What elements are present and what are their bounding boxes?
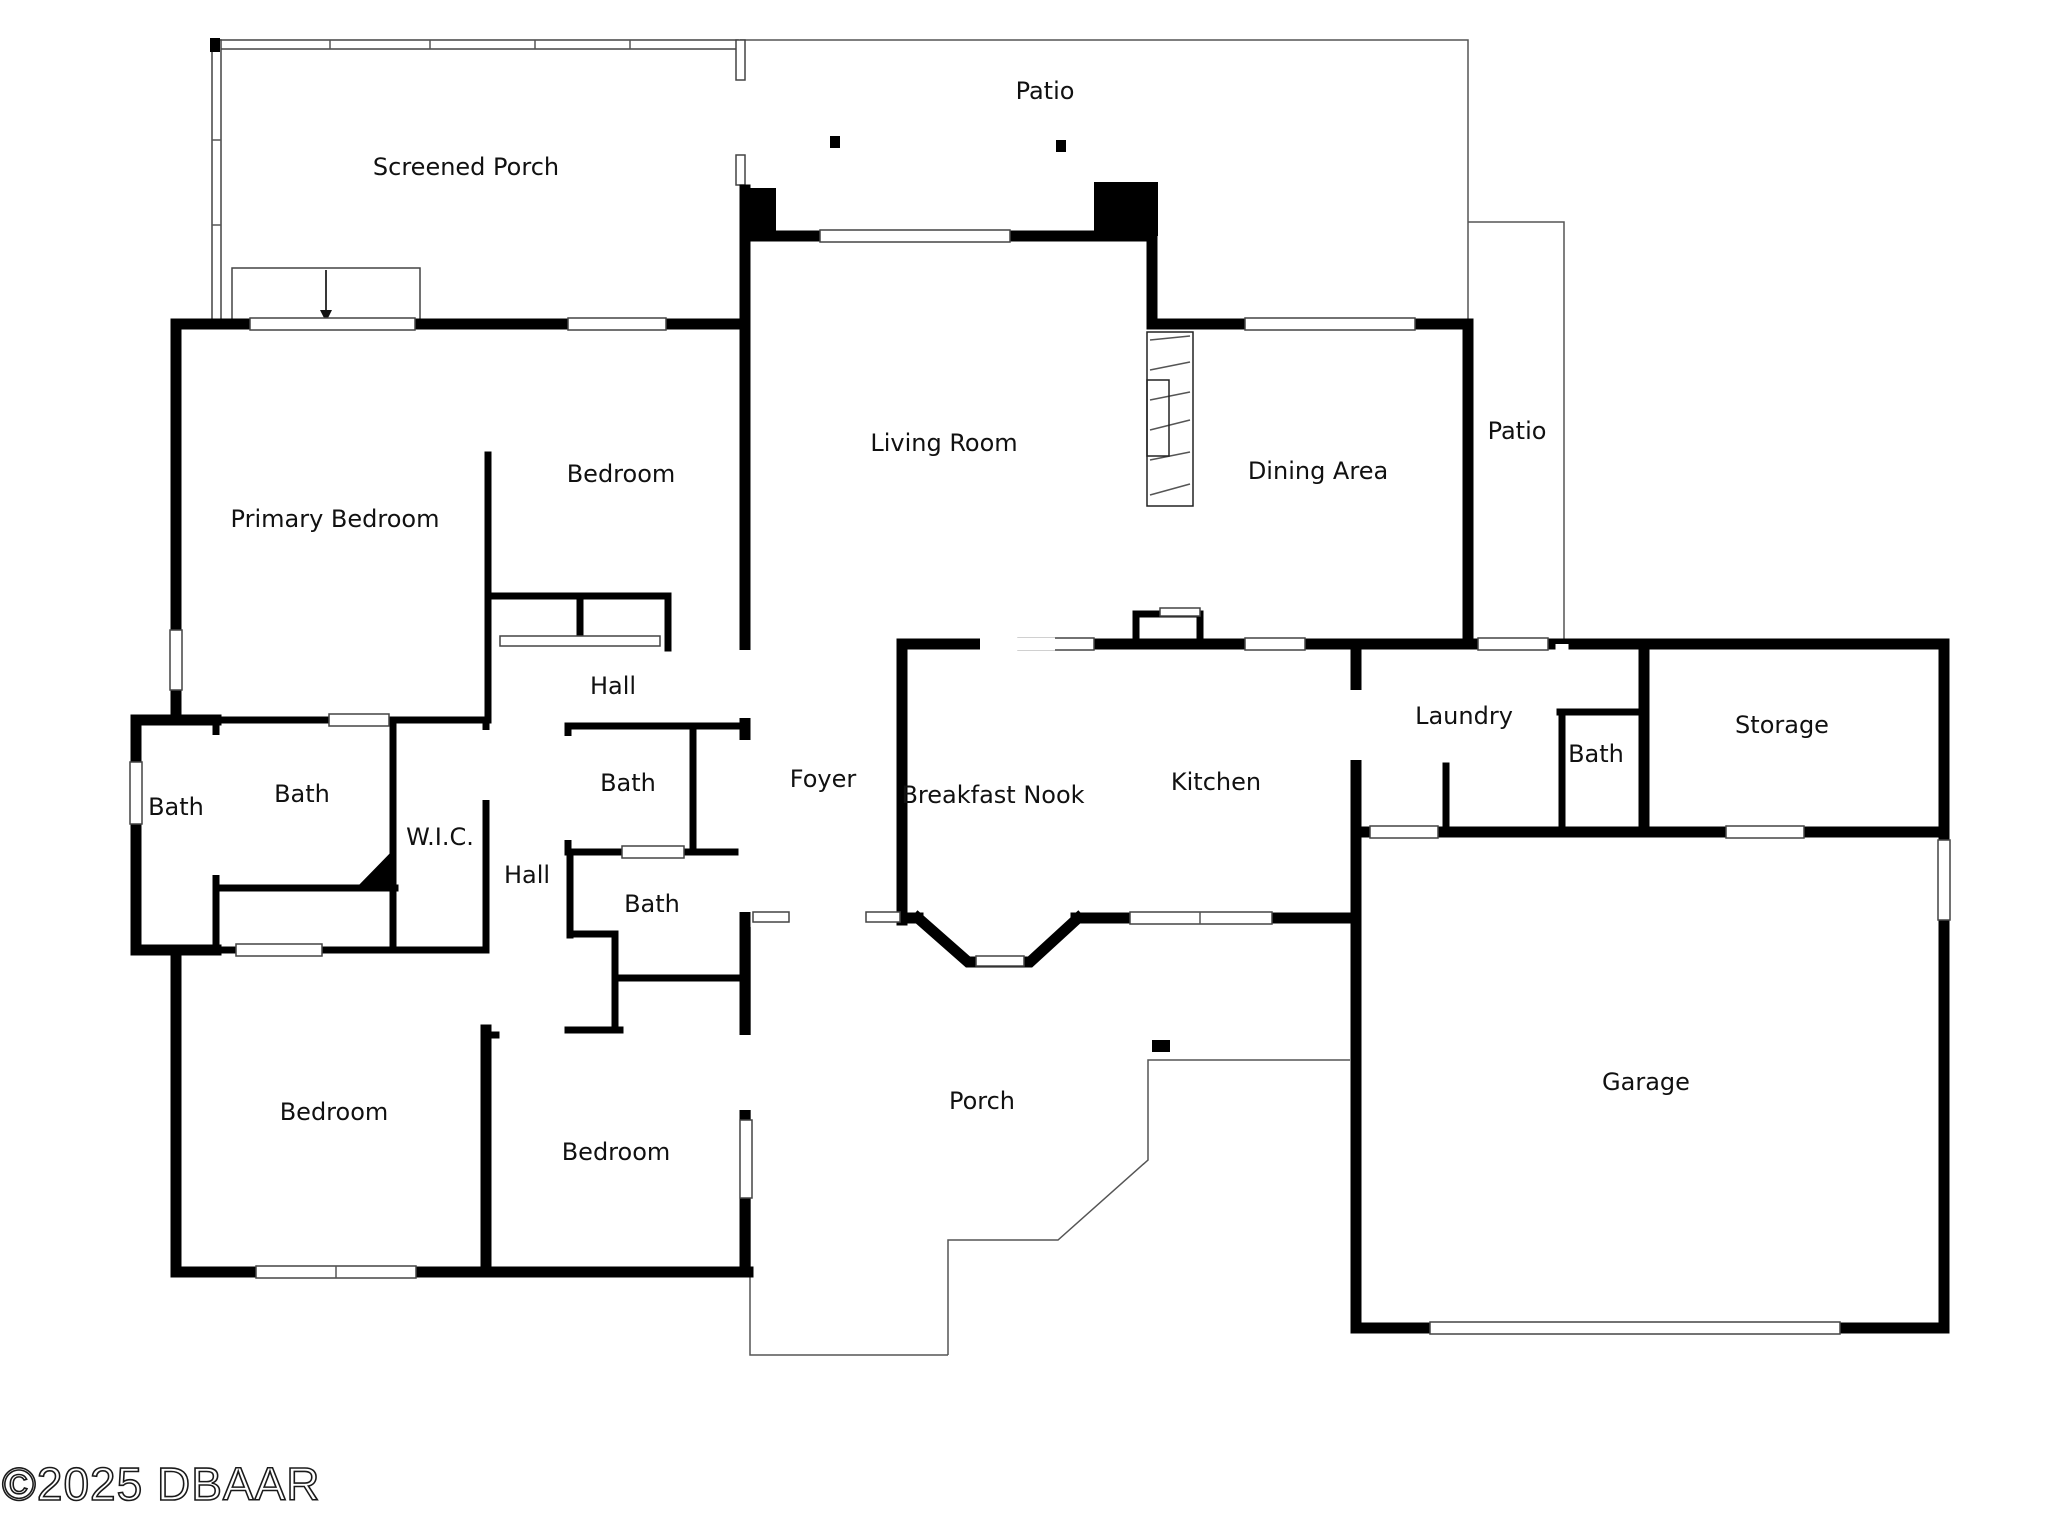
porch-post [1152, 1040, 1170, 1052]
label-living-room: Living Room [870, 429, 1017, 457]
label-bedroom-south: Bedroom [562, 1138, 671, 1166]
label-bath-laundry: Bath [1568, 740, 1624, 768]
patio-post [830, 136, 840, 148]
label-kitchen: Kitchen [1171, 768, 1261, 796]
label-bath-hall-upper: Bath [600, 769, 656, 797]
openings [209, 345, 1600, 1110]
label-hall-lower: Hall [504, 861, 550, 889]
label-screened-porch: Screened Porch [373, 153, 559, 181]
label-laundry: Laundry [1415, 702, 1513, 730]
patio-post [1056, 140, 1066, 152]
label-wic: W.I.C. [406, 823, 474, 851]
windows [129, 229, 1951, 1335]
label-breakfast-nook: Breakfast Nook [901, 781, 1084, 809]
label-dining-area: Dining Area [1248, 457, 1388, 485]
label-bedroom-north: Bedroom [567, 460, 676, 488]
label-bath-primary: Bath [274, 780, 330, 808]
label-bedroom-southwest: Bedroom [280, 1098, 389, 1126]
label-garage: Garage [1602, 1068, 1690, 1096]
walls [130, 182, 1950, 1334]
copyright-watermark: ©2025 DBAAR [2, 1458, 321, 1510]
label-bath-outer: Bath [148, 793, 204, 821]
label-patio-top: Patio [1016, 77, 1075, 105]
screened-porch-frame [210, 38, 746, 323]
label-foyer: Foyer [790, 765, 857, 793]
label-hall-upper: Hall [590, 672, 636, 700]
fireplace-hatch [1146, 331, 1194, 507]
label-primary-bedroom: Primary Bedroom [231, 505, 440, 533]
label-bath-hall-lower: Bath [624, 890, 680, 918]
label-storage: Storage [1735, 711, 1829, 739]
label-patio-side: Patio [1488, 417, 1547, 445]
label-porch: Porch [949, 1087, 1015, 1115]
